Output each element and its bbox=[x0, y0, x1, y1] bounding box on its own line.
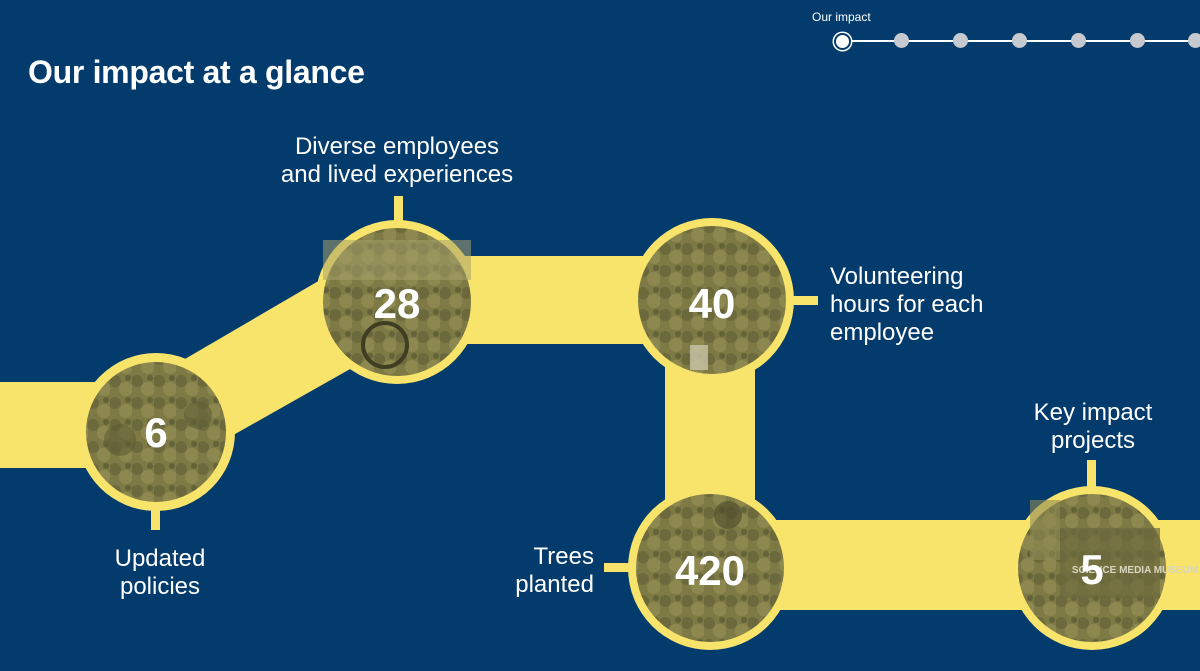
stat-value-policies: 6 bbox=[144, 409, 167, 456]
label-line: Diverse employees bbox=[294, 133, 500, 160]
stat-label-employees: Diverse employees and lived experiences bbox=[262, 133, 532, 189]
page-title: Our impact at a glance bbox=[28, 54, 365, 90]
progress-step-1[interactable] bbox=[834, 33, 851, 50]
label-line: Volunteering bbox=[830, 263, 964, 290]
label-line: and lived experiences bbox=[280, 161, 514, 188]
progress-nav: Our impact bbox=[0, 0, 1200, 60]
progress-step-4[interactable] bbox=[1012, 33, 1027, 48]
progress-step-3[interactable] bbox=[953, 33, 968, 48]
stat-circle-trees: 420 bbox=[628, 486, 792, 650]
stat-label-trees: Trees planted bbox=[474, 543, 594, 599]
label-line: policies bbox=[119, 573, 201, 600]
progress-step-6[interactable] bbox=[1130, 33, 1145, 48]
stat-circle-volunteering: 40 bbox=[630, 218, 794, 382]
label-line: Key impact bbox=[1033, 399, 1153, 426]
museum-sign-text: SCIENCE MEDIA MUSEUM bbox=[1072, 565, 1198, 576]
stat-label-projects: Key impact projects bbox=[1013, 399, 1173, 455]
connector-ticks bbox=[151, 196, 1096, 572]
label-line: Updated bbox=[114, 545, 206, 572]
progress-step-7[interactable] bbox=[1188, 33, 1200, 48]
label-line: planted bbox=[515, 571, 594, 598]
stat-circle-projects: SCIENCE MEDIA MUSEUM 5 bbox=[1010, 486, 1198, 650]
stat-value-employees: 28 bbox=[374, 280, 421, 327]
stat-label-volunteering: Volunteering hours for each employee bbox=[830, 263, 983, 347]
stat-value-projects: 5 bbox=[1080, 546, 1103, 593]
stat-value-volunteering: 40 bbox=[689, 280, 736, 327]
label-line: projects bbox=[1050, 427, 1136, 454]
progress-label: Our impact bbox=[812, 10, 871, 24]
stat-circle-policies: 6 bbox=[77, 353, 235, 511]
label-line: Trees bbox=[533, 543, 594, 570]
label-line: hours for each bbox=[830, 291, 984, 318]
label-line: employee bbox=[830, 319, 935, 346]
stat-circle-employees: 28 bbox=[315, 220, 479, 384]
progress-step-5[interactable] bbox=[1071, 33, 1086, 48]
progress-step-2[interactable] bbox=[894, 33, 909, 48]
stat-label-policies: Updated policies bbox=[100, 545, 220, 601]
stat-value-trees: 420 bbox=[675, 547, 745, 594]
